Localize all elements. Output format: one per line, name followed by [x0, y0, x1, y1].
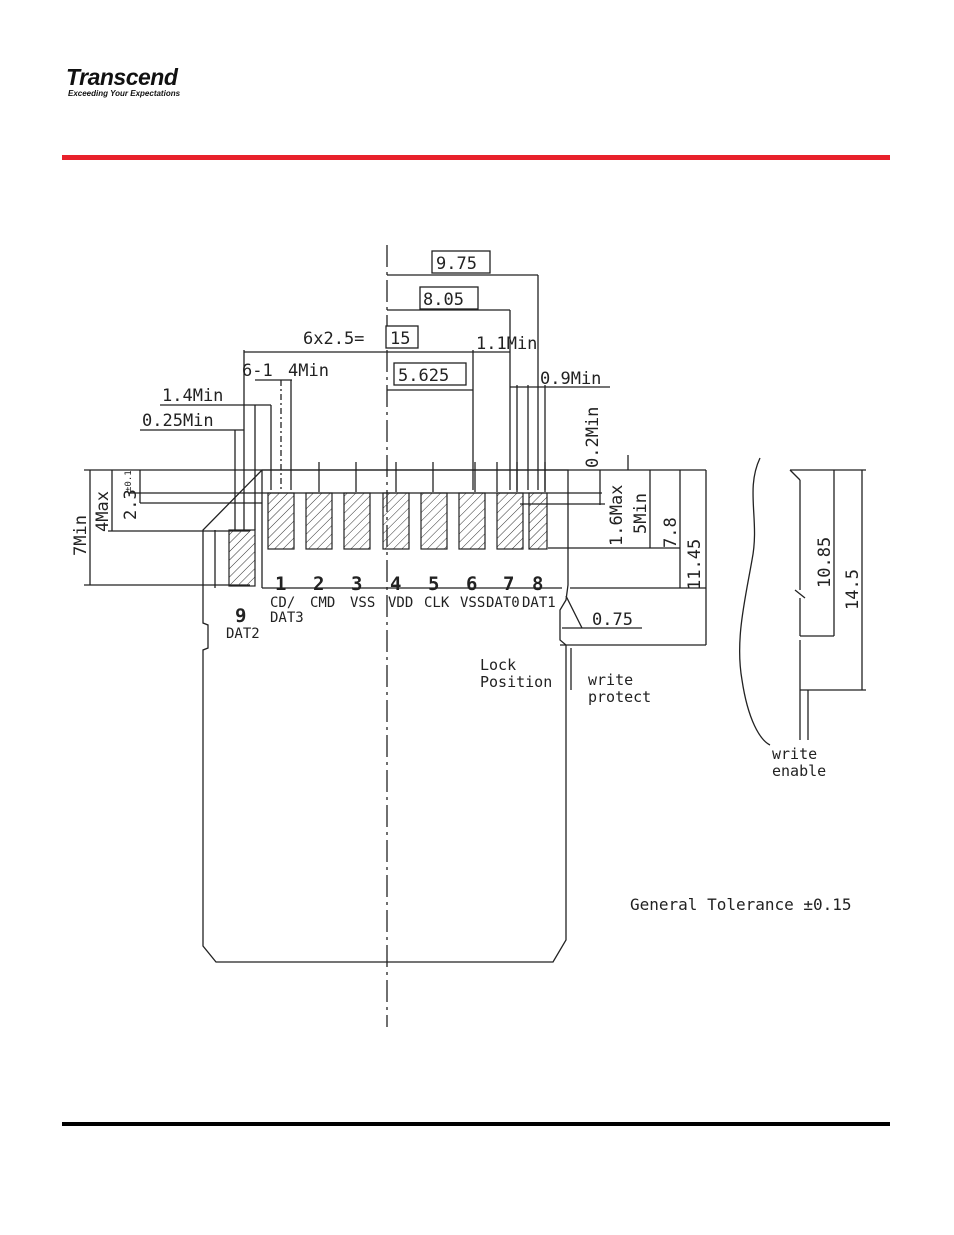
pin-8-label: DAT1 — [522, 595, 556, 611]
pin-1-number: 1 — [275, 573, 286, 595]
contact-pad-6 — [459, 493, 485, 549]
dim-9-75: 9.75 — [436, 254, 477, 274]
pin-7-label: DAT0 — [486, 595, 520, 611]
write-enable-label-2: enable — [772, 762, 826, 780]
dim-1-1min: 1.1Min — [476, 334, 537, 354]
dim-0-2min: 0.2Min — [583, 407, 603, 468]
contact-pad-2 — [306, 493, 332, 549]
dim-5min: 5Min — [631, 493, 651, 534]
dim-0-75: 0.75 — [592, 610, 633, 630]
dim-0-25min: 0.25Min — [142, 411, 214, 431]
contact-pad-7 — [497, 493, 523, 549]
contact-pad-3 — [344, 493, 370, 549]
dim-6-1: 6-1 — [242, 361, 273, 381]
contact-pad-4 — [383, 493, 409, 549]
contact-pad-8 — [529, 493, 547, 549]
pin-9-label: DAT2 — [226, 626, 260, 642]
pin-7-number: 7 — [503, 573, 514, 595]
pin-5-number: 5 — [428, 573, 439, 595]
pin-4-number: 4 — [390, 573, 401, 595]
dim-8-05: 8.05 — [423, 290, 464, 310]
write-enable-label-1: write — [772, 745, 817, 763]
contact-pad-5 — [421, 493, 447, 549]
dim-1-6max: 1.6Max — [607, 485, 627, 546]
pin-6-label: VSS — [460, 595, 485, 611]
pin-3-number: 3 — [351, 573, 362, 595]
card-side-view — [740, 458, 770, 745]
dim-4max: 4Max — [93, 491, 113, 532]
pin-3-label: VSS — [350, 595, 375, 611]
dim-11-45: 11.45 — [685, 539, 705, 590]
dim-5-625: 5.625 — [398, 366, 449, 386]
dim-7min: 7Min — [71, 515, 91, 556]
pin-8-number: 8 — [532, 573, 543, 595]
pin-1-label2: DAT3 — [270, 610, 304, 626]
general-tolerance-note: General Tolerance ±0.15 — [630, 895, 852, 914]
dim-6x2-5: 6x2.5= — [303, 329, 364, 349]
dim-0-9min: 0.9Min — [540, 369, 601, 389]
dim-10-85: 10.85 — [815, 537, 835, 588]
contact-pad-9 — [229, 530, 255, 586]
write-protect-label-2: protect — [588, 688, 651, 706]
write-protect-label-1: write — [588, 671, 633, 689]
dim-1-4min: 1.4Min — [162, 386, 223, 406]
dim-4min: 4Min — [288, 361, 329, 381]
dim-15: 15 — [390, 329, 410, 349]
pin-1-label: CD/ — [270, 595, 295, 611]
dim-7-8: 7.8 — [661, 517, 681, 548]
lock-position-label-2: Position — [480, 673, 552, 691]
pin-2-number: 2 — [313, 573, 324, 595]
pin-6-number: 6 — [466, 573, 477, 595]
lock-position-label-1: Lock — [480, 656, 516, 674]
dim-2-3-tolerance: ±0.1 — [124, 470, 134, 492]
dim-14-5: 14.5 — [843, 569, 863, 610]
pin-2-label: CMD — [310, 595, 335, 611]
pin-4-label: VDD — [388, 595, 413, 611]
pin-9-number: 9 — [235, 605, 246, 627]
pin-5-label: CLK — [424, 595, 450, 611]
contact-pad-1 — [268, 493, 294, 549]
dim-2-3: 2.3 — [121, 489, 141, 520]
